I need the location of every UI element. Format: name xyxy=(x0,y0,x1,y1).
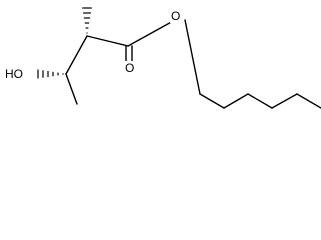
hydroxyl-label: HO xyxy=(4,67,24,81)
bond-carbonyl-alpha xyxy=(86,35,129,47)
bond-chain-3 xyxy=(247,93,273,109)
hashed-wedge-hydroxyl xyxy=(37,69,64,79)
bond-chain-5 xyxy=(199,93,225,109)
bond-chain-4 xyxy=(223,93,249,109)
bond-beta-methyl xyxy=(65,73,78,105)
carbonyl-oxygen-label: O xyxy=(124,61,136,75)
bond-chain-1 xyxy=(296,93,321,109)
ester-oxygen-label: O xyxy=(170,9,182,23)
bond-o-carbonyl xyxy=(127,19,176,47)
bond-chain-2 xyxy=(271,93,298,109)
bond-alpha-beta xyxy=(65,35,88,75)
bond-chain-6 xyxy=(184,19,201,95)
molecule-structure: O O HO xyxy=(0,0,321,115)
hashed-wedge-methyl xyxy=(82,7,92,34)
skeletal-formula xyxy=(37,7,321,109)
